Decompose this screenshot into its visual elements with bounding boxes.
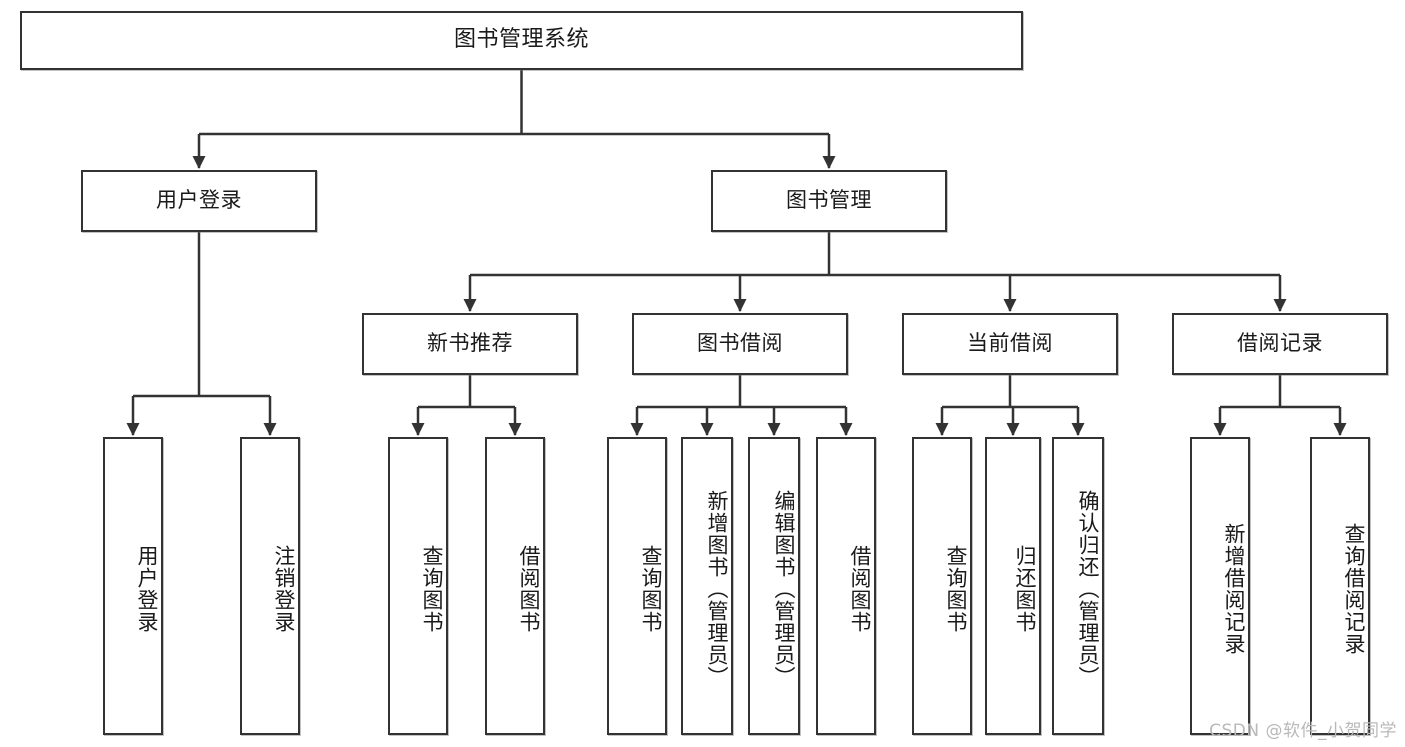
leaf-return-book[interactable]: 归还图书 — [985, 437, 1041, 735]
leaf-label: 确认归还（管理员） — [1076, 490, 1100, 688]
leaf-label: 归还图书 — [1013, 545, 1037, 633]
leaf-query-book-recommend[interactable]: 查询图书 — [388, 437, 448, 735]
leaf-query-book-current[interactable]: 查询图书 — [912, 437, 972, 735]
csdn-watermark: CSDN @软件_小贺同学 — [1209, 721, 1397, 741]
node-book-borrow[interactable]: 图书借阅 — [632, 313, 848, 375]
leaf-confirm-return-admin[interactable]: 确认归还（管理员） — [1052, 437, 1104, 735]
leaf-label: 借阅图书 — [848, 545, 872, 633]
leaf-add-book-admin[interactable]: 新增图书（管理员） — [681, 437, 733, 735]
leaf-user-login[interactable]: 用户登录 — [103, 437, 163, 735]
leaf-user-logout[interactable]: 注销登录 — [240, 437, 300, 735]
node-book-manage[interactable]: 图书管理 — [711, 170, 947, 232]
leaf-label: 查询图书 — [420, 545, 444, 633]
node-new-book-recommend[interactable]: 新书推荐 — [362, 313, 578, 375]
leaf-label: 新增借阅记录 — [1222, 523, 1246, 655]
leaf-add-borrow-record[interactable]: 新增借阅记录 — [1190, 437, 1250, 735]
leaf-label: 用户登录 — [135, 545, 159, 633]
leaf-borrow-book-recommend[interactable]: 借阅图书 — [485, 437, 545, 735]
leaf-label: 查询图书 — [944, 545, 968, 633]
leaf-query-book-borrow[interactable]: 查询图书 — [607, 437, 667, 735]
leaf-query-borrow-record[interactable]: 查询借阅记录 — [1310, 437, 1370, 735]
leaf-label: 新增图书（管理员） — [705, 490, 729, 688]
node-root-system[interactable]: 图书管理系统 — [20, 11, 1023, 70]
leaf-edit-book-admin[interactable]: 编辑图书（管理员） — [748, 437, 800, 735]
leaf-label: 编辑图书（管理员） — [772, 490, 796, 688]
leaf-label: 借阅图书 — [517, 545, 541, 633]
node-user-login[interactable]: 用户登录 — [81, 170, 317, 232]
node-borrow-record[interactable]: 借阅记录 — [1172, 313, 1388, 375]
leaf-borrow-book[interactable]: 借阅图书 — [816, 437, 876, 735]
node-current-borrow[interactable]: 当前借阅 — [902, 313, 1118, 375]
leaf-label: 查询图书 — [639, 545, 663, 633]
leaf-label: 查询借阅记录 — [1342, 523, 1366, 655]
leaf-label: 注销登录 — [272, 545, 296, 633]
